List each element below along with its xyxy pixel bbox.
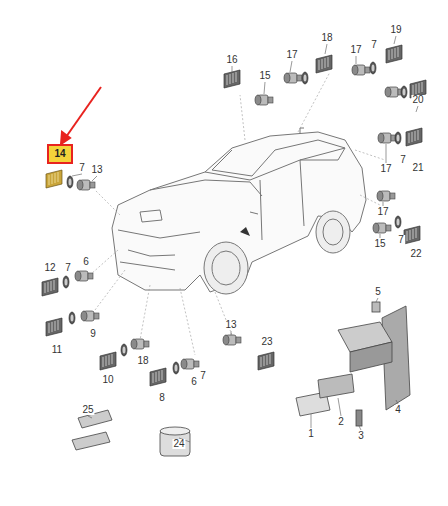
callout-number: 7: [397, 235, 405, 245]
callout-number: 18: [136, 356, 149, 366]
callout-number: 19: [389, 25, 402, 35]
callout-number: 17: [285, 50, 298, 60]
highlight-box: 14: [47, 144, 73, 164]
callout-number: 1: [307, 429, 315, 439]
callout-number: 14: [54, 149, 65, 159]
callout-number: 7: [64, 263, 72, 273]
callout-number: 24: [172, 439, 185, 449]
callout-number: 15: [373, 239, 386, 249]
callout-number: 8: [158, 393, 166, 403]
callout-number: 17: [349, 45, 362, 55]
callout-number: 12: [43, 263, 56, 273]
callout-number: 17: [379, 164, 392, 174]
car-outline: [112, 128, 366, 294]
callout-number: 4: [394, 405, 402, 415]
callout-number: 23: [260, 337, 273, 347]
callout-number: 25: [81, 405, 94, 415]
callout-number: 16: [225, 55, 238, 65]
callout-number: 10: [101, 375, 114, 385]
callout-number: 13: [90, 165, 103, 175]
callout-number: 2: [337, 417, 345, 427]
callout-number: 22: [409, 249, 422, 259]
callout-number: 18: [320, 33, 333, 43]
callout-number: 9: [89, 329, 97, 339]
callout-number: 5: [374, 287, 382, 297]
callout-number: 6: [82, 257, 90, 267]
callout-number: 7: [78, 163, 86, 173]
callout-number: 17: [376, 207, 389, 217]
callout-number: 11: [51, 345, 63, 355]
callout-number: 15: [258, 71, 271, 81]
callout-number: 7: [399, 155, 407, 165]
callout-number: 3: [357, 431, 365, 441]
callout-number: 6: [190, 377, 198, 387]
callout-number: 13: [224, 320, 237, 330]
callout-number: 7: [199, 371, 207, 381]
callout-number: 21: [411, 163, 424, 173]
callout-number: 20: [411, 95, 424, 105]
callout-number: 7: [370, 40, 378, 50]
